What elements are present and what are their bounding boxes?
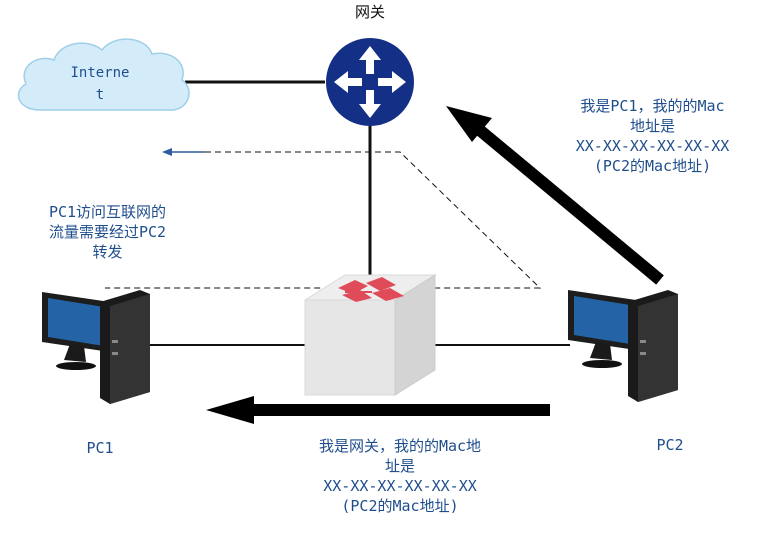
pc2-label: PC2 [656, 436, 684, 454]
cloud-label-line-1: Interne [70, 65, 130, 81]
gateway-claim-text: 我是网关，我的的Mac地 址是 XX-XX-XX-XX-XX-XX (PC2的M… [270, 436, 530, 516]
gateway-claim-line: (PC2的Mac地址) [341, 497, 459, 515]
gateway-title: 网关 [354, 3, 385, 21]
pc2-claim-line: XX-XX-XX-XX-XX-XX [575, 137, 730, 155]
traffic-note: PC1访问互联网的 流量需要经过PC2 转发 [10, 202, 205, 262]
pc2-claim-line: 地址是 [629, 117, 675, 135]
traffic-note-line: PC1访问互联网的 [48, 203, 167, 221]
traffic-note-line: 流量需要经过PC2 [48, 223, 167, 241]
internet-cloud-icon [17, 38, 190, 111]
arrow-pc2-to-gateway-head [446, 106, 492, 142]
switch-icon [303, 274, 437, 396]
arrow-pc2-to-gateway-shaft [466, 117, 664, 285]
gateway-claim-line: 址是 [384, 457, 415, 475]
gateway-claim-line: 我是网关，我的的Mac地 [318, 437, 482, 455]
pc2-computer-icon [568, 290, 678, 402]
pc1-computer-icon [42, 290, 150, 404]
cloud-label: Interne t [40, 62, 160, 106]
pc2-claim-line: 我是PC1，我的的Mac [580, 97, 725, 115]
pc2-claim-line: (PC2的Mac地址) [593, 157, 712, 175]
small-blue-arrow-head [162, 148, 172, 156]
traffic-note-line: 转发 [92, 243, 123, 261]
arrow-pc2-to-pc1-shaft [250, 404, 550, 416]
gateway-router-icon [326, 38, 414, 126]
dashed-traffic-path [105, 151, 542, 289]
cloud-label-line-2: t [95, 87, 105, 103]
gateway-claim-line: XX-XX-XX-XX-XX-XX [323, 477, 477, 495]
arrow-pc2-to-pc1-head [206, 396, 254, 424]
pc2-claim-text: 我是PC1，我的的Mac 地址是 XX-XX-XX-XX-XX-XX (PC2的… [530, 96, 775, 176]
pc1-label: PC1 [86, 439, 114, 457]
